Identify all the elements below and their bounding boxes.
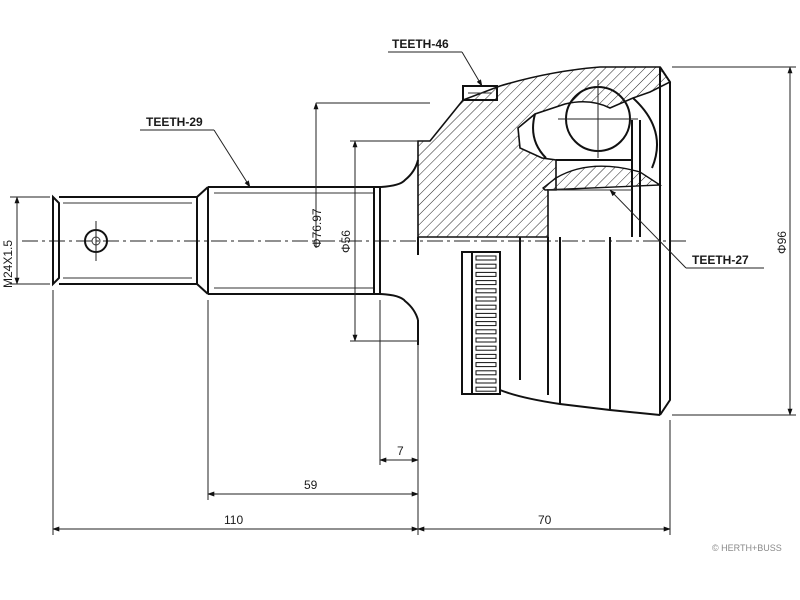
teeth-shaft-callout: TEETH-29 [140, 115, 251, 188]
tone-ring-tooth [475, 370, 497, 376]
tone-ring-tooth [475, 362, 497, 368]
dia-housing-label: Φ96 [775, 231, 789, 254]
dia-flange-label: Φ76.97 [310, 208, 324, 248]
teeth-shaft-label: TEETH-29 [146, 115, 203, 129]
len-housing-dim: 70 [417, 513, 671, 532]
len-spline-dim: 59 [207, 300, 419, 500]
dia-flange-dim: Φ76.97 [310, 102, 430, 248]
tone-ring-tooth [475, 329, 497, 335]
tone-ring-tooth [475, 378, 497, 384]
cotter-hole [84, 221, 108, 261]
tone-ring-tooth [475, 321, 497, 327]
spline-shaft [207, 159, 419, 321]
tone-ring-tooth [475, 288, 497, 294]
len-spline-label: 59 [304, 478, 318, 492]
len-housing-label: 70 [538, 513, 552, 527]
len-seat-dim: 7 [379, 300, 419, 465]
dia-seat-label: Φ56 [339, 230, 353, 253]
tone-ring-tooth [475, 304, 497, 310]
tone-ring-tooth [475, 255, 497, 261]
teeth-outer-label: TEETH-46 [392, 37, 449, 51]
watermark: © HERTH+BUSS [712, 543, 782, 553]
thread-label: M24X1.5 [1, 240, 15, 288]
bell-section [417, 66, 672, 238]
tone-ring-tooth [475, 353, 497, 359]
dia-housing-dim: Φ96 [672, 66, 796, 416]
ball-cage [532, 80, 659, 237]
abs-tone-ring [461, 251, 501, 395]
teeth-inner-label: TEETH-27 [692, 253, 749, 267]
tone-ring-tooth [475, 263, 497, 269]
teeth-inner-callout: TEETH-27 [609, 189, 764, 269]
threaded-stub [52, 186, 209, 295]
tone-ring-tooth [475, 386, 497, 392]
tone-ring-tooth [475, 271, 497, 277]
len-shaft-dim: 110 [52, 290, 671, 535]
tone-ring-tooth [475, 296, 497, 302]
tone-ring-tooth [475, 312, 497, 318]
len-shaft-label: 110 [224, 513, 243, 527]
tone-ring-tooth [475, 337, 497, 343]
thread-dim: M24X1.5 [1, 196, 50, 288]
tone-ring-tooth [475, 345, 497, 351]
len-seat-label: 7 [397, 444, 404, 458]
tone-ring-tooth [475, 280, 497, 286]
dia-seat-dim: Φ56 [339, 140, 418, 342]
teeth-outer-callout: TEETH-46 [388, 37, 483, 87]
